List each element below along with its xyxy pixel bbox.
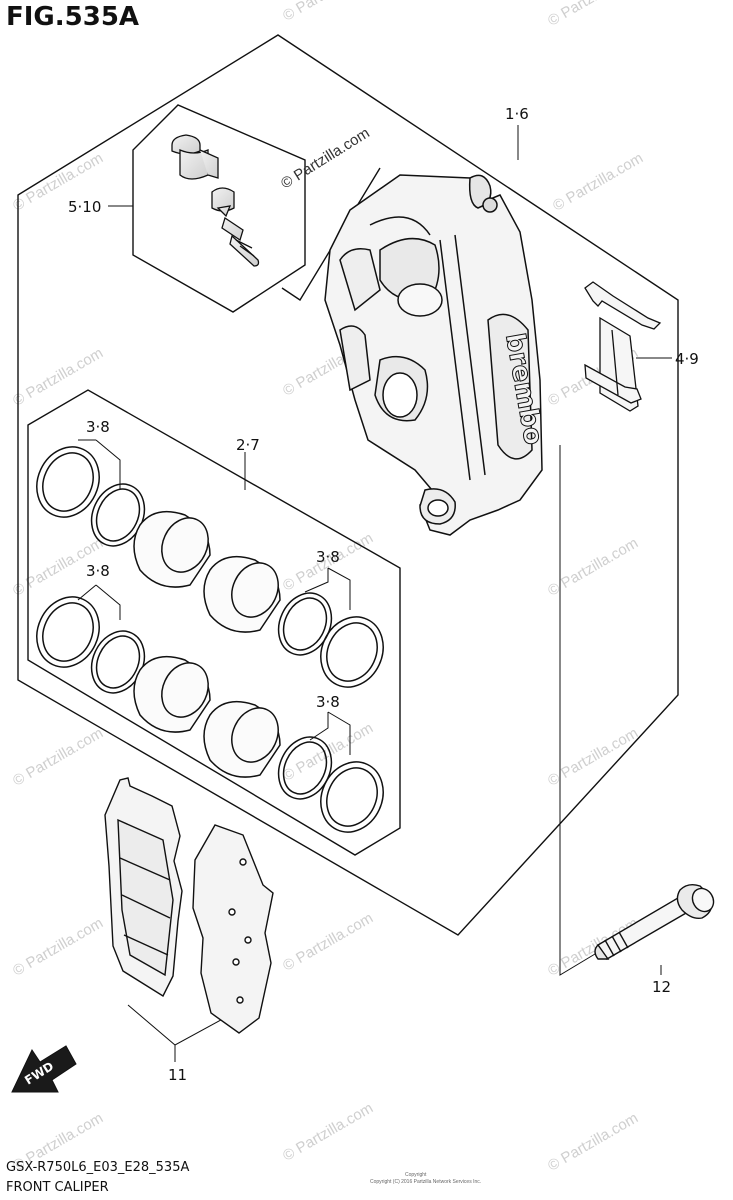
copyright-line: Copyright (C) 2016 Partzilla Network Ser… <box>370 1179 482 1185</box>
figure-title: FIG.535A <box>6 2 140 32</box>
pistons <box>133 510 281 778</box>
assembly-outline <box>17 34 679 936</box>
callout-caliper: 1·6 <box>505 105 529 123</box>
callout-bleeder: 5·10 <box>68 198 102 216</box>
callout-piston-kit: 2·7 <box>236 436 260 454</box>
fwd-arrow: FWD <box>11 1045 77 1093</box>
pad-spring <box>584 281 662 412</box>
brake-pad-right <box>192 824 274 1034</box>
callout-seal-mid-right: 3·8 <box>316 548 340 566</box>
bleeder-cap <box>171 134 219 180</box>
callout-bolt: 12 <box>652 978 672 996</box>
piston-seals <box>36 446 384 833</box>
mounting-bolt <box>594 883 715 960</box>
figure-model-code: GSX-R750L6_E03_E28_535A <box>6 1160 190 1175</box>
piston-kit-box <box>27 389 401 856</box>
bleeder-screw <box>211 187 260 267</box>
figure-name: FRONT CALIPER <box>6 1180 109 1195</box>
callout-pad-spring: 4·9 <box>675 350 699 368</box>
callout-pads: 11 <box>168 1066 188 1084</box>
callout-seal-mid-left: 3·8 <box>86 562 110 580</box>
callout-seal-top-left: 3·8 <box>86 418 110 436</box>
copyright-label: Copyright <box>405 1172 427 1178</box>
callout-seal-bottom-right: 3·8 <box>316 693 340 711</box>
brake-pad-left <box>104 777 183 998</box>
caliper-body <box>324 174 543 536</box>
leader-lines <box>77 125 672 1062</box>
